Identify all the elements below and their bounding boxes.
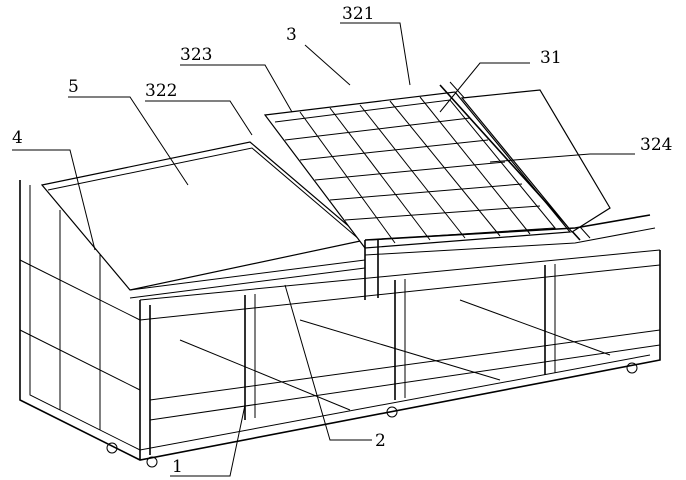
frame-1 xyxy=(19,180,661,468)
callouts: 321 3 323 31 5 322 324 4 2 1 xyxy=(12,4,672,477)
label-31: 31 xyxy=(540,48,562,68)
label-3: 3 xyxy=(286,25,297,45)
label-1: 1 xyxy=(172,457,183,477)
right-panel xyxy=(460,89,611,233)
label-2: 2 xyxy=(375,431,386,451)
grid-assembly-32 xyxy=(263,91,572,249)
label-322: 322 xyxy=(145,81,177,101)
label-4: 4 xyxy=(12,128,23,148)
label-324: 324 xyxy=(640,135,672,155)
label-323: 323 xyxy=(180,45,212,65)
label-321: 321 xyxy=(342,4,374,24)
label-5: 5 xyxy=(68,77,79,97)
